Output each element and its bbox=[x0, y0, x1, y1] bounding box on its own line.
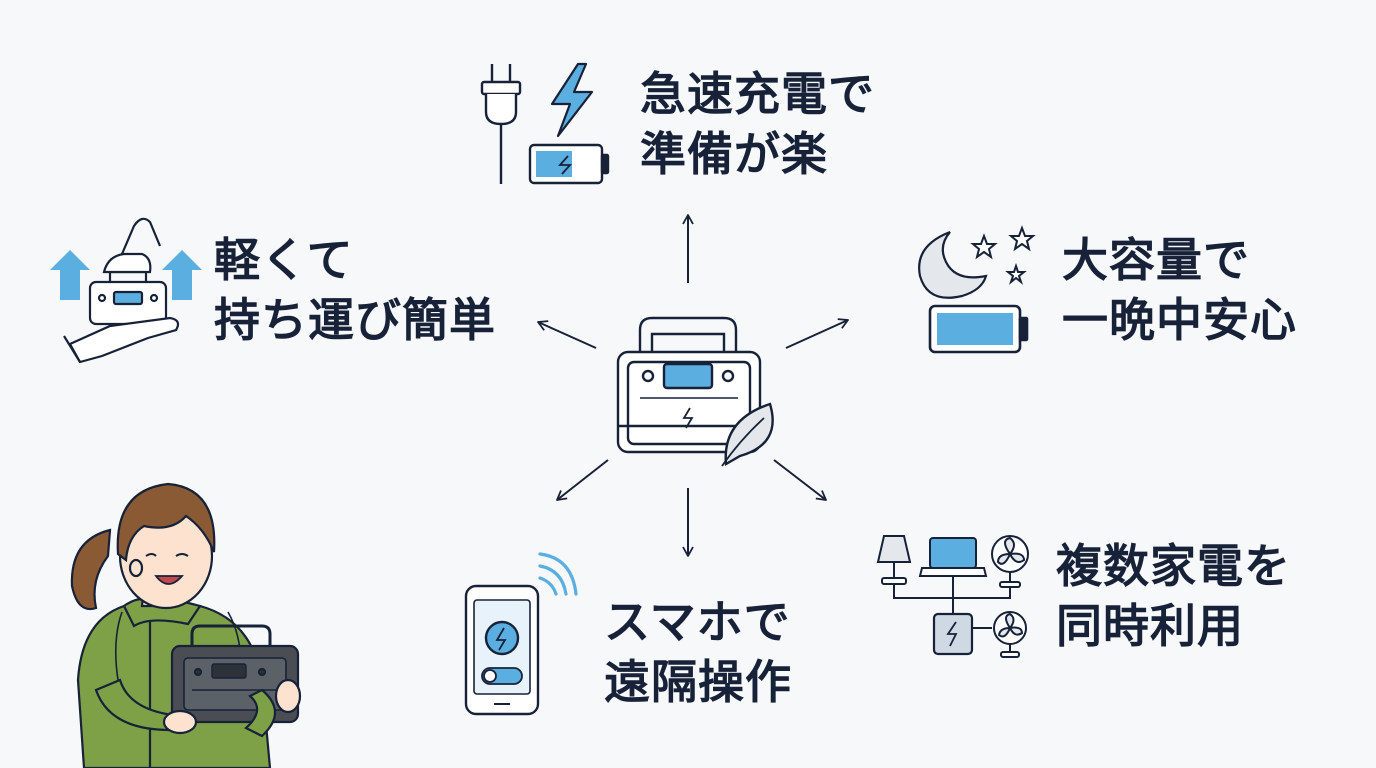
fan-icon bbox=[993, 611, 1027, 658]
arrow-right bbox=[785, 318, 849, 349]
plug-icon bbox=[480, 64, 522, 184]
feature-line: 準備が楽 bbox=[640, 127, 828, 181]
feature-line: 一晩中安心 bbox=[1062, 293, 1297, 347]
feature-label-remote: スマホで 遠隔操作 bbox=[604, 592, 792, 712]
feature-line: 持ち運び簡単 bbox=[214, 293, 496, 347]
feature-label-multi-device: 複数家電を 同時利用 bbox=[1056, 536, 1291, 656]
charging-battery-icon bbox=[528, 143, 610, 185]
feature-label-capacity: 大容量で 一晩中安心 bbox=[1062, 230, 1297, 350]
woman-holding-power-station bbox=[70, 482, 302, 768]
connector-arrows bbox=[537, 214, 849, 557]
star-icon bbox=[970, 225, 1036, 285]
feature-label-fast-charge: 急速充電で 準備が楽 bbox=[640, 64, 875, 184]
feature-line: 同時利用 bbox=[1056, 599, 1244, 653]
device-wiring bbox=[893, 576, 1011, 629]
feature-line: 軽くて bbox=[214, 233, 354, 287]
laptop-icon bbox=[918, 537, 988, 577]
hand-carrying-icon bbox=[63, 217, 180, 364]
feature-line: 大容量で bbox=[1062, 233, 1250, 287]
power-hub-icon bbox=[932, 612, 974, 656]
feature-line: 遠隔操作 bbox=[604, 655, 792, 709]
up-arrow-icon bbox=[50, 250, 202, 300]
feature-line: 急速充電で bbox=[640, 67, 875, 121]
toggle-switch-icon bbox=[481, 667, 523, 685]
lamp-icon bbox=[876, 535, 912, 585]
smartphone-icon bbox=[464, 584, 540, 716]
feature-line: スマホで bbox=[604, 595, 791, 649]
portable-power-station-icon bbox=[616, 316, 774, 467]
feature-label-portable: 軽くて 持ち運び簡単 bbox=[214, 230, 496, 350]
arrow-down-right bbox=[773, 459, 827, 501]
lightning-icon bbox=[550, 62, 594, 138]
full-battery-icon bbox=[928, 304, 1029, 354]
moon-icon bbox=[918, 230, 988, 299]
arrow-down-left bbox=[556, 459, 609, 501]
feature-line: 複数家電を bbox=[1056, 539, 1291, 593]
fan-icon bbox=[991, 535, 1029, 588]
arrow-left bbox=[537, 320, 597, 349]
wifi-signal-icon bbox=[538, 552, 578, 596]
